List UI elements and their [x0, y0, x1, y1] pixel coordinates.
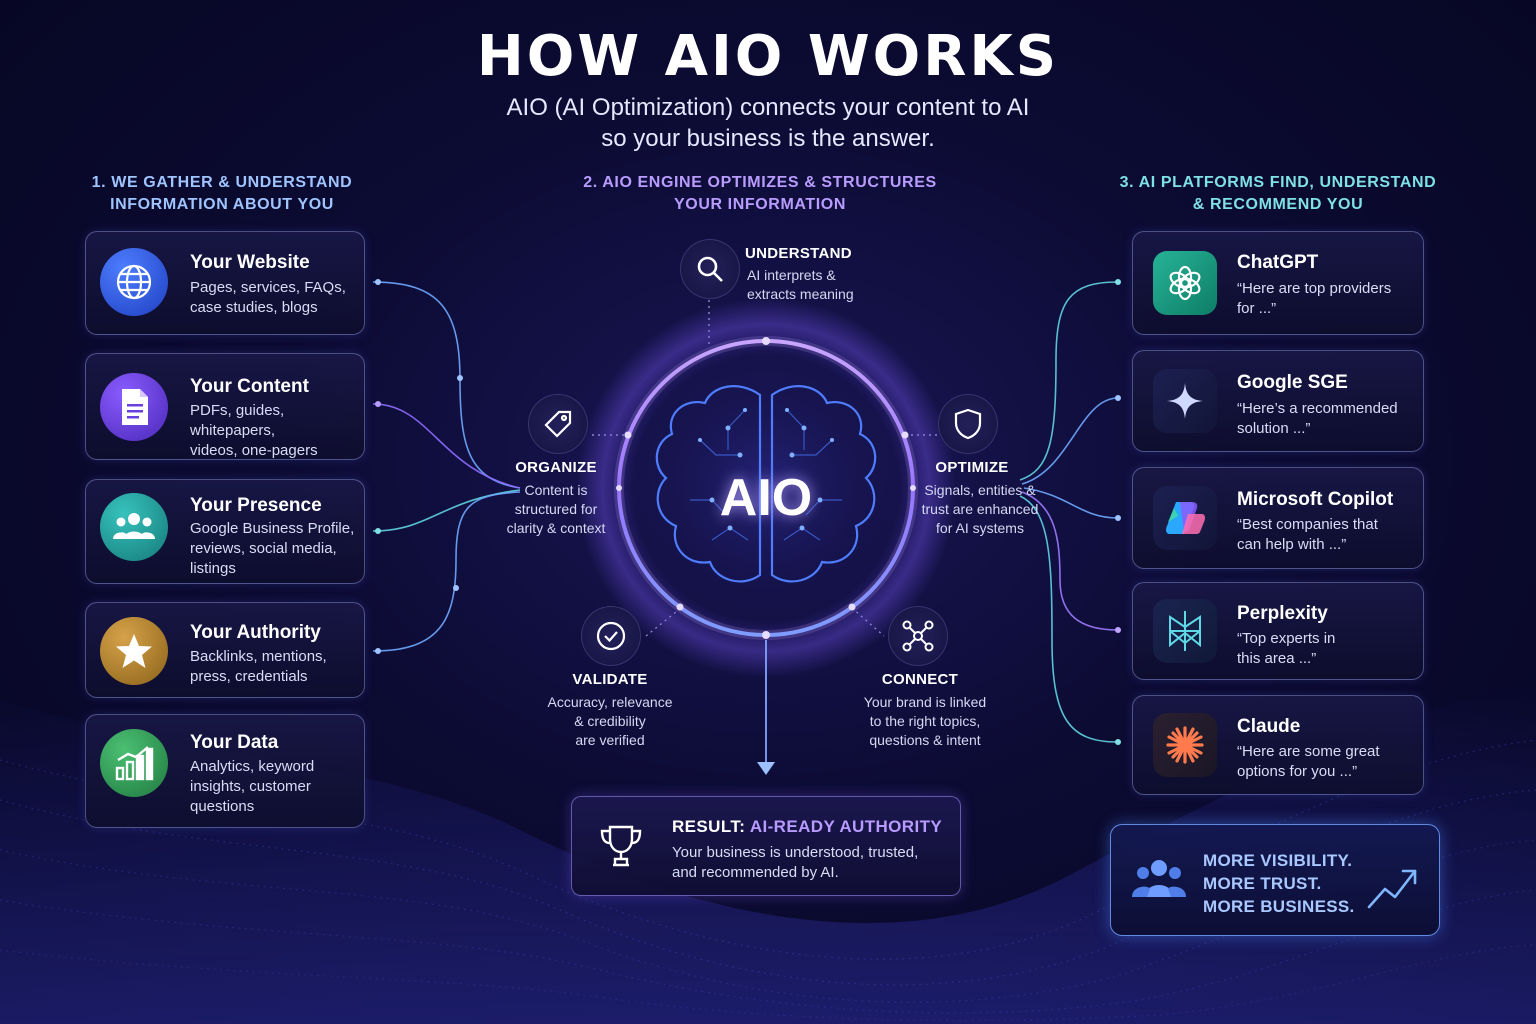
- platform-card-google-sge[interactable]: Google SGE “Here’s a recommended solutio…: [1132, 350, 1424, 452]
- perplexity-logo-icon: [1153, 599, 1217, 663]
- source-desc: PDFs, guides, whitepapers, videos, one-p…: [190, 402, 318, 459]
- step-optimize-desc: Signals, entities & trust are enhanced f…: [921, 482, 1039, 536]
- source-title: Your Website: [190, 252, 310, 273]
- center-column-heading: 2. AIO ENGINE OPTIMIZES & STRUCTURES YOU…: [583, 174, 937, 213]
- result-title: RESULT: AI-READY AUTHORITY: [672, 817, 942, 837]
- search-icon: [680, 239, 740, 299]
- step-organize-title: ORGANIZE: [515, 459, 597, 476]
- visibility-text: MORE VISIBILITY. MORE TRUST. MORE BUSINE…: [1203, 849, 1355, 918]
- globe-icon: [100, 248, 168, 316]
- network-icon: [888, 606, 948, 666]
- brain-nodes: [698, 408, 834, 531]
- brain-outline: [655, 385, 877, 583]
- source-title: Your Presence: [190, 495, 322, 516]
- page-subtitle: AIO (AI Optimization) connects your cont…: [506, 94, 1030, 152]
- source-desc: Google Business Profile, reviews, social…: [190, 520, 355, 577]
- source-title: Your Authority: [190, 622, 321, 643]
- source-card-data[interactable]: Your Data Analytics, keyword insights, c…: [85, 714, 365, 828]
- chatgpt-logo-icon: [1153, 251, 1217, 315]
- step-validate-desc: Accuracy, relevance & credibility are ve…: [547, 694, 673, 748]
- result-desc: Your business is understood, trusted, an…: [672, 844, 919, 881]
- result-highlight: AI-READY AUTHORITY: [749, 817, 943, 836]
- right-column-heading: 3. AI PLATFORMS FIND, UNDERSTAND & RECOM…: [1119, 174, 1437, 213]
- platform-quote: “Here’s a recommended solution ...”: [1237, 400, 1398, 437]
- platform-card-microsoft-copilot[interactable]: Microsoft Copilot “Best companies that c…: [1132, 467, 1424, 569]
- platform-quote: “Here are some great options for you ...…: [1237, 743, 1380, 780]
- source-card-presence[interactable]: Your Presence Google Business Profile, r…: [85, 479, 365, 584]
- step-organize-desc: Content is structured for clarity & cont…: [506, 482, 606, 536]
- platform-quote: “Top experts in this area ...”: [1237, 630, 1336, 667]
- check-circle-icon: [581, 606, 641, 666]
- result-box: RESULT: AI-READY AUTHORITY Your business…: [571, 796, 961, 896]
- step-connect-title: CONNECT: [881, 671, 959, 688]
- source-desc: Analytics, keyword insights, customer qu…: [190, 758, 315, 815]
- visibility-line: MORE BUSINESS.: [1203, 897, 1355, 916]
- right-connectors: [1019, 279, 1121, 745]
- star-icon: [100, 617, 168, 685]
- step-understand-title: UNDERSTAND: [745, 245, 852, 262]
- bar-chart-icon: [100, 729, 168, 797]
- engine-center-label: AIO: [719, 469, 813, 527]
- document-icon: [100, 373, 168, 441]
- source-title: Your Data: [190, 732, 279, 753]
- source-card-authority[interactable]: Your Authority Backlinks, mentions, pres…: [85, 602, 365, 698]
- ring-nodes: [616, 337, 916, 639]
- platform-card-chatgpt[interactable]: ChatGPT “Here are top providers for ...”: [1132, 231, 1424, 335]
- step-optimize-title: OPTIMIZE: [935, 459, 1009, 476]
- left-column-heading: 1. WE GATHER & UNDERSTAND INFORMATION AB…: [91, 174, 353, 213]
- copilot-logo-icon: [1153, 486, 1217, 550]
- down-arrow: [757, 762, 775, 775]
- platform-card-claude[interactable]: Claude “Here are some great options for …: [1132, 695, 1424, 795]
- step-understand-desc: AI interprets & extracts meaning: [747, 267, 854, 302]
- result-prefix: RESULT:: [672, 817, 750, 836]
- trophy-icon: [596, 821, 646, 876]
- source-title: Your Content: [190, 376, 309, 397]
- source-desc: Backlinks, mentions, press, credentials: [190, 648, 327, 685]
- source-desc: Pages, services, FAQs, case studies, blo…: [190, 279, 346, 316]
- platform-name: Claude: [1237, 716, 1301, 737]
- trend-up-icon: [1365, 863, 1421, 916]
- sparkle-icon: [1153, 369, 1217, 433]
- left-connectors: [372, 279, 521, 654]
- page-title: HOW AIO WORKS: [476, 24, 1060, 89]
- visibility-line: MORE TRUST.: [1203, 874, 1322, 893]
- step-connect-desc: Your brand is linked to the right topics…: [863, 694, 987, 748]
- platform-name: Google SGE: [1237, 372, 1348, 393]
- source-card-content[interactable]: Your Content PDFs, guides, whitepapers, …: [85, 353, 365, 460]
- claude-logo-icon: [1153, 713, 1217, 777]
- platform-quote: “Here are top providers for ...”: [1237, 280, 1392, 317]
- platform-name: Microsoft Copilot: [1237, 489, 1394, 510]
- shield-icon: [938, 394, 998, 454]
- step-validate-title: VALIDATE: [572, 671, 648, 688]
- source-card-website[interactable]: Your Website Pages, services, FAQs, case…: [85, 231, 365, 335]
- visibility-box: MORE VISIBILITY. MORE TRUST. MORE BUSINE…: [1110, 824, 1440, 936]
- platform-name: Perplexity: [1237, 603, 1328, 624]
- visibility-line: MORE VISIBILITY.: [1203, 851, 1353, 870]
- platform-name: ChatGPT: [1237, 252, 1319, 273]
- tag-icon: [528, 394, 588, 454]
- users-icon: [1131, 855, 1187, 908]
- people-icon: [100, 493, 168, 561]
- platform-card-perplexity[interactable]: Perplexity “Top experts in this area ...…: [1132, 582, 1424, 680]
- platform-quote: “Best companies that can help with ...”: [1237, 516, 1378, 553]
